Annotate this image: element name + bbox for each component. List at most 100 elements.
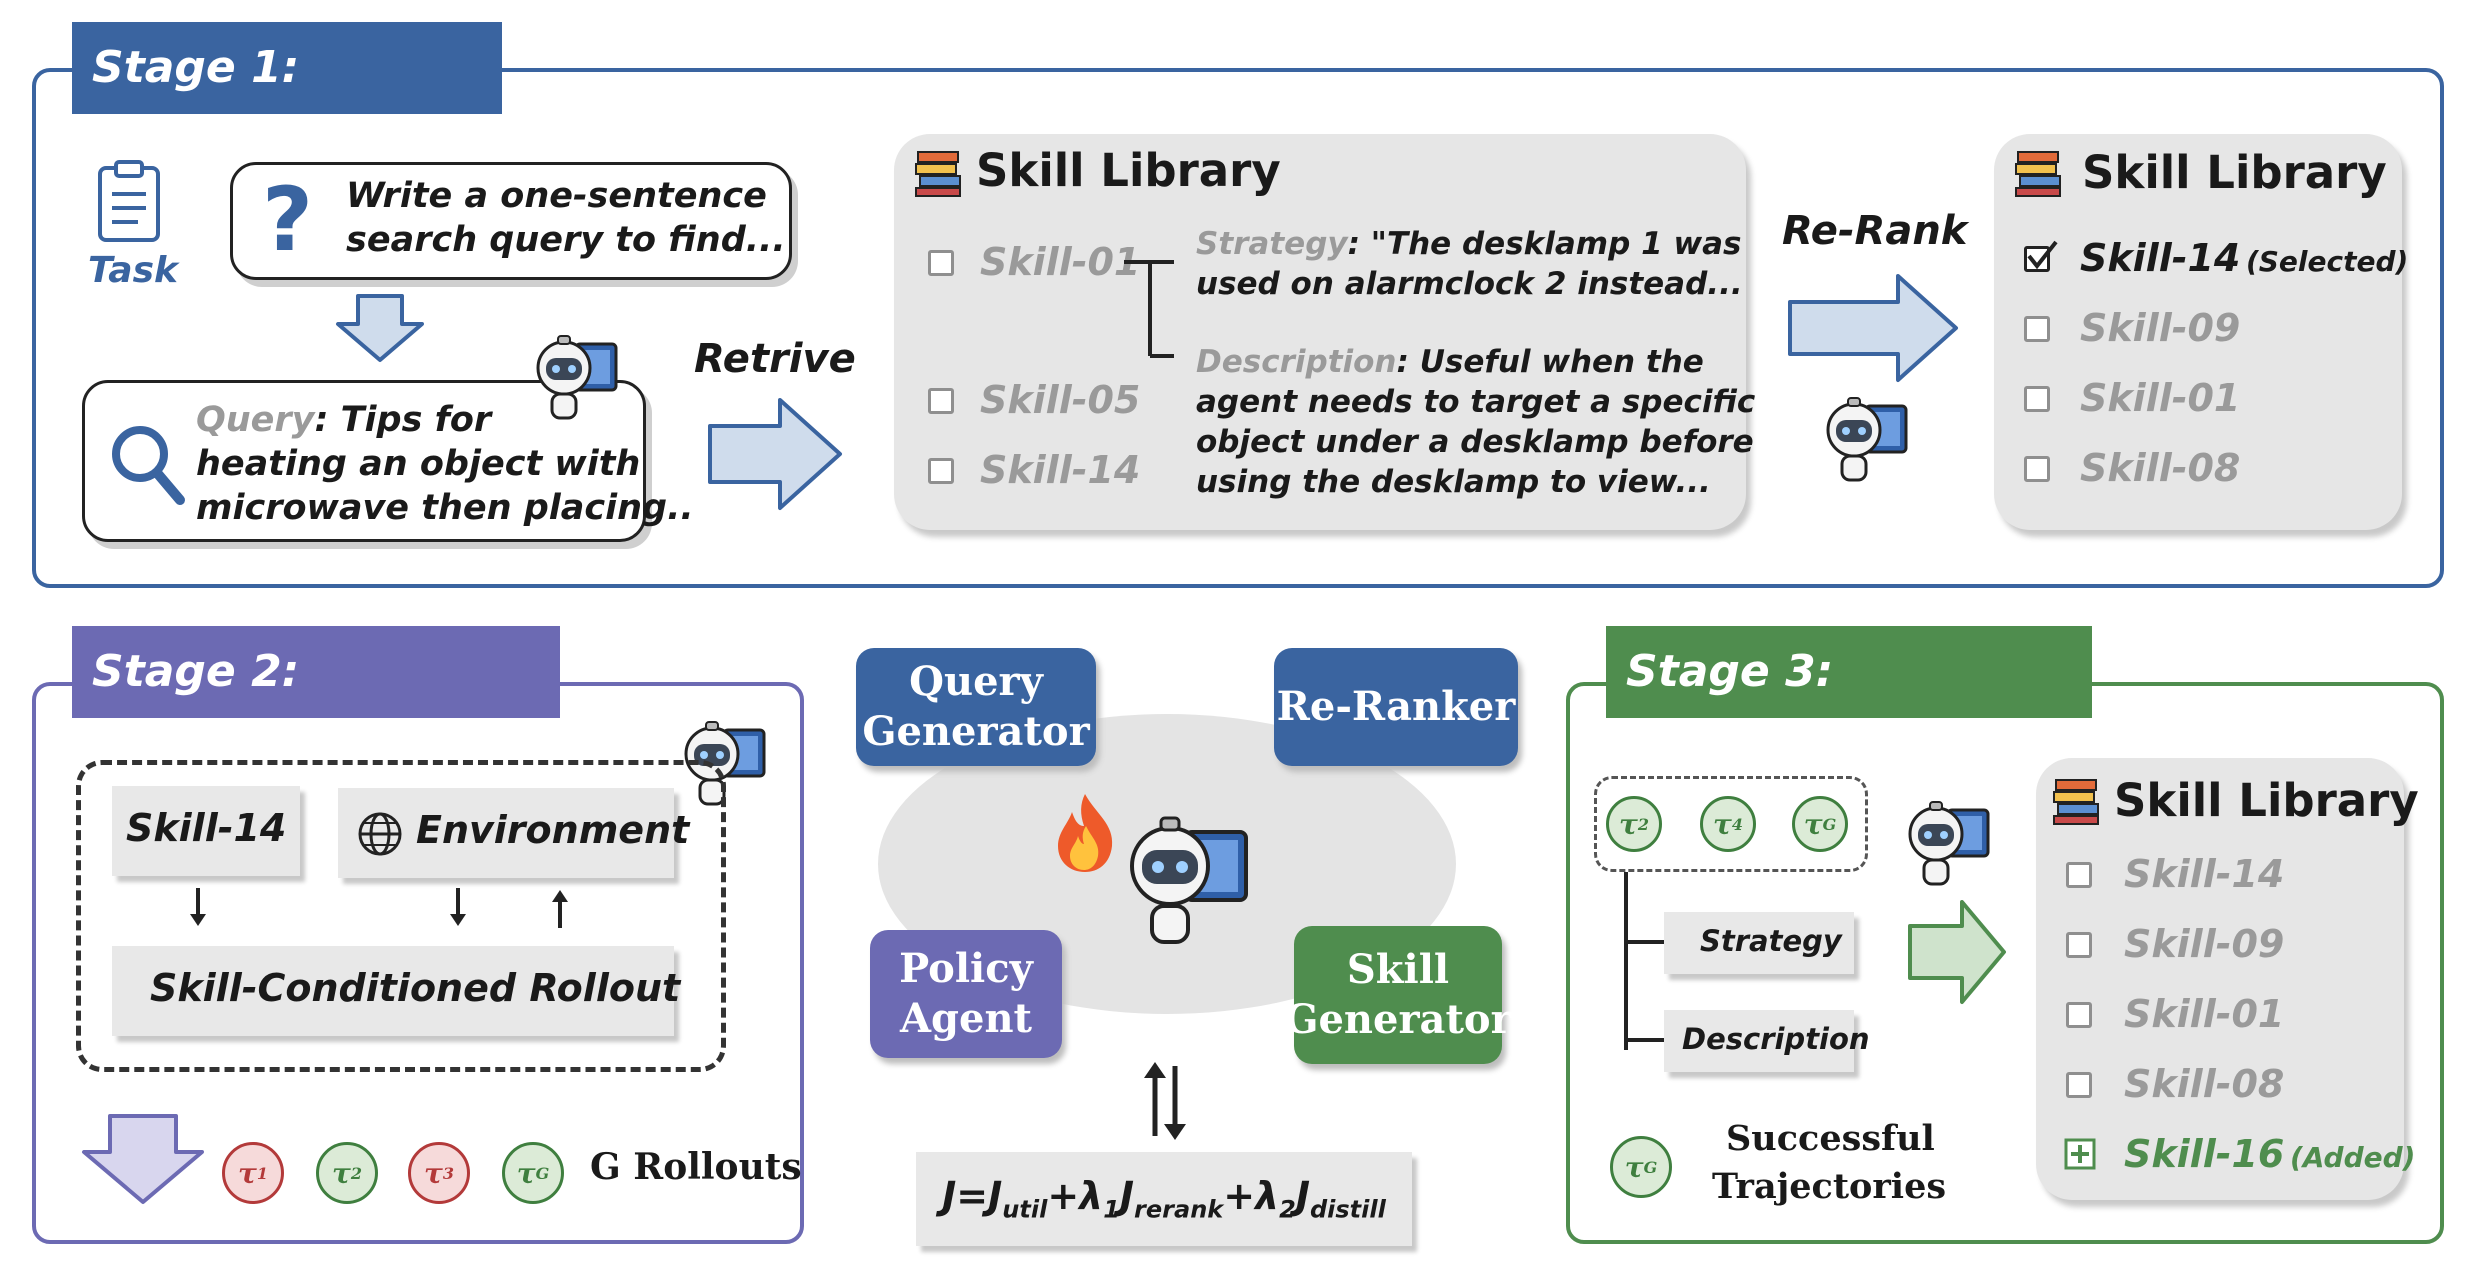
- robot-icon: [1908, 801, 1990, 886]
- tau-symbol: τ: [1619, 807, 1638, 841]
- skill-checkbox[interactable]: [2066, 1002, 2092, 1028]
- query-generator-line1: Query: [909, 658, 1043, 705]
- skill-item[interactable]: Skill-01: [2124, 992, 2285, 1036]
- task-bubble: [230, 162, 792, 280]
- tau-sub: G: [535, 1163, 550, 1183]
- description-line1: Description: Useful when the: [1196, 344, 1704, 380]
- ranked-library-title: Skill Library: [2082, 146, 2387, 199]
- tau-symbol: τ: [424, 1156, 443, 1190]
- skill-detail-bracket: [1124, 260, 1174, 358]
- obj-part: J: [1119, 1174, 1135, 1219]
- trajectory-dashed-group: [1594, 776, 1868, 872]
- rerank-label: Re-Rank: [1782, 208, 1968, 254]
- added-skill-note: (Added): [2289, 1141, 2416, 1174]
- description-line2: agent needs to target a specific: [1196, 384, 1756, 420]
- rollout-box-label: Skill-Conditioned Rollout: [150, 966, 681, 1010]
- tau-symbol: τ: [516, 1156, 536, 1190]
- obj-sub: distill: [1309, 1195, 1386, 1224]
- environment-box-label: Environment: [416, 808, 690, 852]
- added-skill[interactable]: Skill-16 (Added): [2124, 1132, 2415, 1176]
- added-skill-name: Skill-16: [2124, 1132, 2285, 1176]
- query-key: Query: [196, 400, 315, 440]
- skill-checkbox[interactable]: [2024, 316, 2050, 342]
- skill-item[interactable]: Skill-01: [2080, 376, 2241, 420]
- query-line1: Query: Tips for: [196, 400, 491, 440]
- tau-symbol: τ: [1624, 1150, 1644, 1184]
- task-text-line1: Write a one-sentence: [346, 176, 767, 216]
- rollout-box: [112, 946, 674, 1036]
- skill-checkbox[interactable]: [2024, 456, 2050, 482]
- query-line1-text: : Tips for: [314, 400, 492, 440]
- add-icon[interactable]: [2064, 1138, 2096, 1170]
- skill-checkbox[interactable]: [928, 458, 954, 484]
- down-arrow-icon: [336, 294, 424, 362]
- tau-symbol: τ: [1803, 807, 1823, 841]
- robot-icon: [536, 335, 618, 420]
- skill-checkbox[interactable]: [2066, 862, 2092, 888]
- skill-item[interactable]: Skill-08: [2080, 446, 2241, 490]
- down-arrow-icon: [190, 888, 206, 926]
- task-label: Task: [88, 250, 178, 291]
- updated-library-panel: [2036, 758, 2404, 1200]
- task-text-line2: search query to find...: [346, 220, 786, 260]
- checkmark-icon: [2027, 240, 2058, 270]
- skill-item[interactable]: Skill-14: [980, 448, 1141, 492]
- skill-checkbox[interactable]: [2066, 1072, 2092, 1098]
- objective-formula: J=Jutil+λ1Jrerank+λ2Jdistill: [942, 1174, 1386, 1224]
- rollouts-label: G Rollouts: [590, 1146, 802, 1188]
- skill-item[interactable]: Skill-14: [2124, 852, 2285, 896]
- query-generator-node: Query Generator: [856, 648, 1096, 766]
- description-key: Description: [1196, 344, 1397, 380]
- right-arrow-icon: [708, 398, 842, 510]
- updated-library-title: Skill Library: [2114, 774, 2419, 827]
- strategy-line1: Strategy: "The desklamp 1 was: [1196, 226, 1741, 262]
- tau-sub: G: [1643, 1157, 1658, 1177]
- policy-agent-label: Policy Agent: [899, 944, 1033, 1044]
- down-arrow-icon: [82, 1114, 204, 1204]
- query-generator-label: Query Generator: [862, 657, 1089, 757]
- skill-item[interactable]: Skill-09: [2080, 306, 2241, 350]
- books-icon: [2053, 779, 2099, 825]
- description-box: [1664, 1010, 1854, 1072]
- skill-library-title: Skill Library: [976, 144, 1281, 197]
- obj-part: +λ: [1047, 1174, 1104, 1219]
- skill-item[interactable]: Skill-09: [2124, 922, 2285, 966]
- rollout-dashed-region: [76, 760, 726, 1072]
- flame-icon: [1058, 794, 1113, 872]
- obj-part: J: [1295, 1174, 1310, 1219]
- skill-library-panel: [894, 134, 1746, 530]
- ranked-selected-name: Skill-14: [2080, 236, 2241, 280]
- objective-box: J=Jutil+λ1Jrerank+λ2Jdistill: [916, 1152, 1412, 1246]
- robot-icon: [1130, 816, 1248, 944]
- obj-sub: 2: [1279, 1195, 1296, 1224]
- description-line1-text: : Useful when the: [1396, 344, 1704, 380]
- ranked-selected-note: (Selected): [2245, 245, 2409, 278]
- up-arrow-icon: [552, 890, 568, 928]
- skill-generator-line2: Generator: [1284, 996, 1512, 1043]
- skill-checkbox[interactable]: [928, 388, 954, 414]
- stage1-frame: [32, 68, 2444, 588]
- skill-item[interactable]: Skill-01: [980, 240, 1141, 284]
- obj-sub: 1: [1103, 1195, 1120, 1224]
- ranked-selected-skill[interactable]: Skill-14 (Selected): [2080, 236, 2408, 280]
- right-arrow-icon: [1788, 274, 1958, 382]
- query-generator-line2: Generator: [862, 708, 1090, 755]
- selected-checkbox[interactable]: [2024, 246, 2050, 272]
- skill-checkbox[interactable]: [928, 250, 954, 276]
- tree-connector: [1624, 872, 1664, 1050]
- tau-sub: 2: [350, 1163, 362, 1183]
- stage2-tag: Stage 2: Utilization: [72, 626, 560, 789]
- skill-box-label: Skill-14: [126, 806, 287, 850]
- skill-item[interactable]: Skill-08: [2124, 1062, 2285, 1106]
- skill-checkbox[interactable]: [2066, 932, 2092, 958]
- skill-generator-label: Skill Generator: [1284, 945, 1511, 1045]
- skill-checkbox[interactable]: [2024, 386, 2050, 412]
- skill-item[interactable]: Skill-05: [980, 378, 1141, 422]
